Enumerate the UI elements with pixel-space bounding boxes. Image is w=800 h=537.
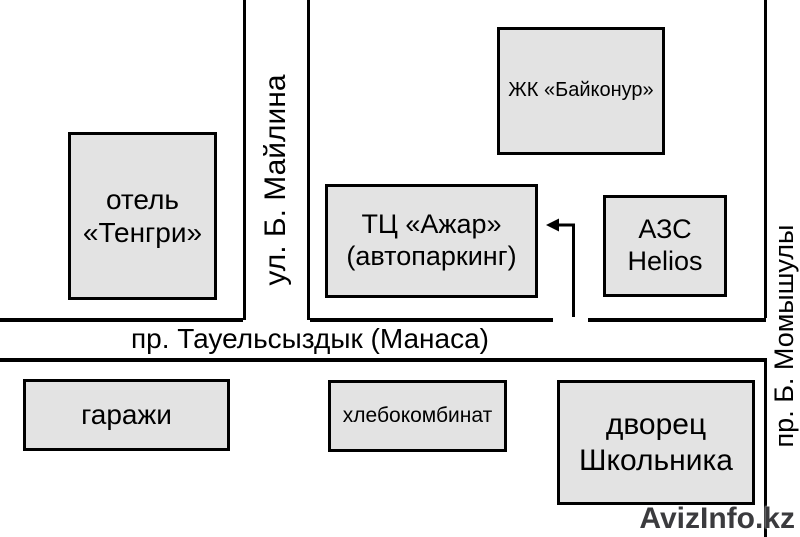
tauelsyzdyk-street-line-north-left (0, 318, 243, 322)
building-schoolchildren-palace: дворец Школьника (557, 380, 755, 505)
building-tc-azhar: ТЦ «Ажар» (автопаркинг) (325, 184, 538, 298)
building-label: «Тенгри» (82, 217, 203, 248)
building-bread-factory: хлебокомбинат (328, 380, 507, 452)
tauelsyzdyk-street-line-north-middle (310, 318, 553, 322)
building-hotel-tengri: отель «Тенгри» (68, 132, 217, 300)
building-label: гаражи (81, 399, 172, 431)
mailina-street-line-east (307, 0, 310, 320)
mailina-street-line-west (243, 0, 246, 320)
building-azs-helios: АЗС Helios (603, 195, 727, 297)
building-label: хлебокомбинат (342, 403, 493, 427)
building-label: Школьника (579, 443, 733, 477)
building-label: ЖК «Байконур» (508, 79, 654, 102)
building-garages: гаражи (23, 379, 230, 451)
building-label: Helios (627, 246, 703, 276)
building-label: дворец (605, 408, 707, 442)
momyshuly-street-line-north (764, 0, 767, 318)
tauelsyzdyk-street-line-north-right (588, 318, 766, 322)
momyshuly-street-line-south (764, 362, 767, 537)
building-label: ТЦ «Ажар» (361, 209, 502, 240)
street-label-momyshuly: пр. Б. Момышулы (769, 224, 799, 448)
street-label-mailina: ул. Б. Майлина (259, 74, 292, 286)
street-label-tauelsyzdyk: пр. Тауельсыздык (Манаса) (131, 323, 489, 354)
tauelsyzdyk-street-line-south (0, 358, 767, 362)
building-label: (автопаркинг) (346, 241, 517, 271)
building-label: отель (105, 183, 180, 215)
building-zhk-baikonur: ЖК «Байконур» (497, 27, 665, 155)
building-label: АЗС (638, 214, 692, 245)
watermark-avizinfo: AvizInfo.kz (639, 502, 795, 535)
